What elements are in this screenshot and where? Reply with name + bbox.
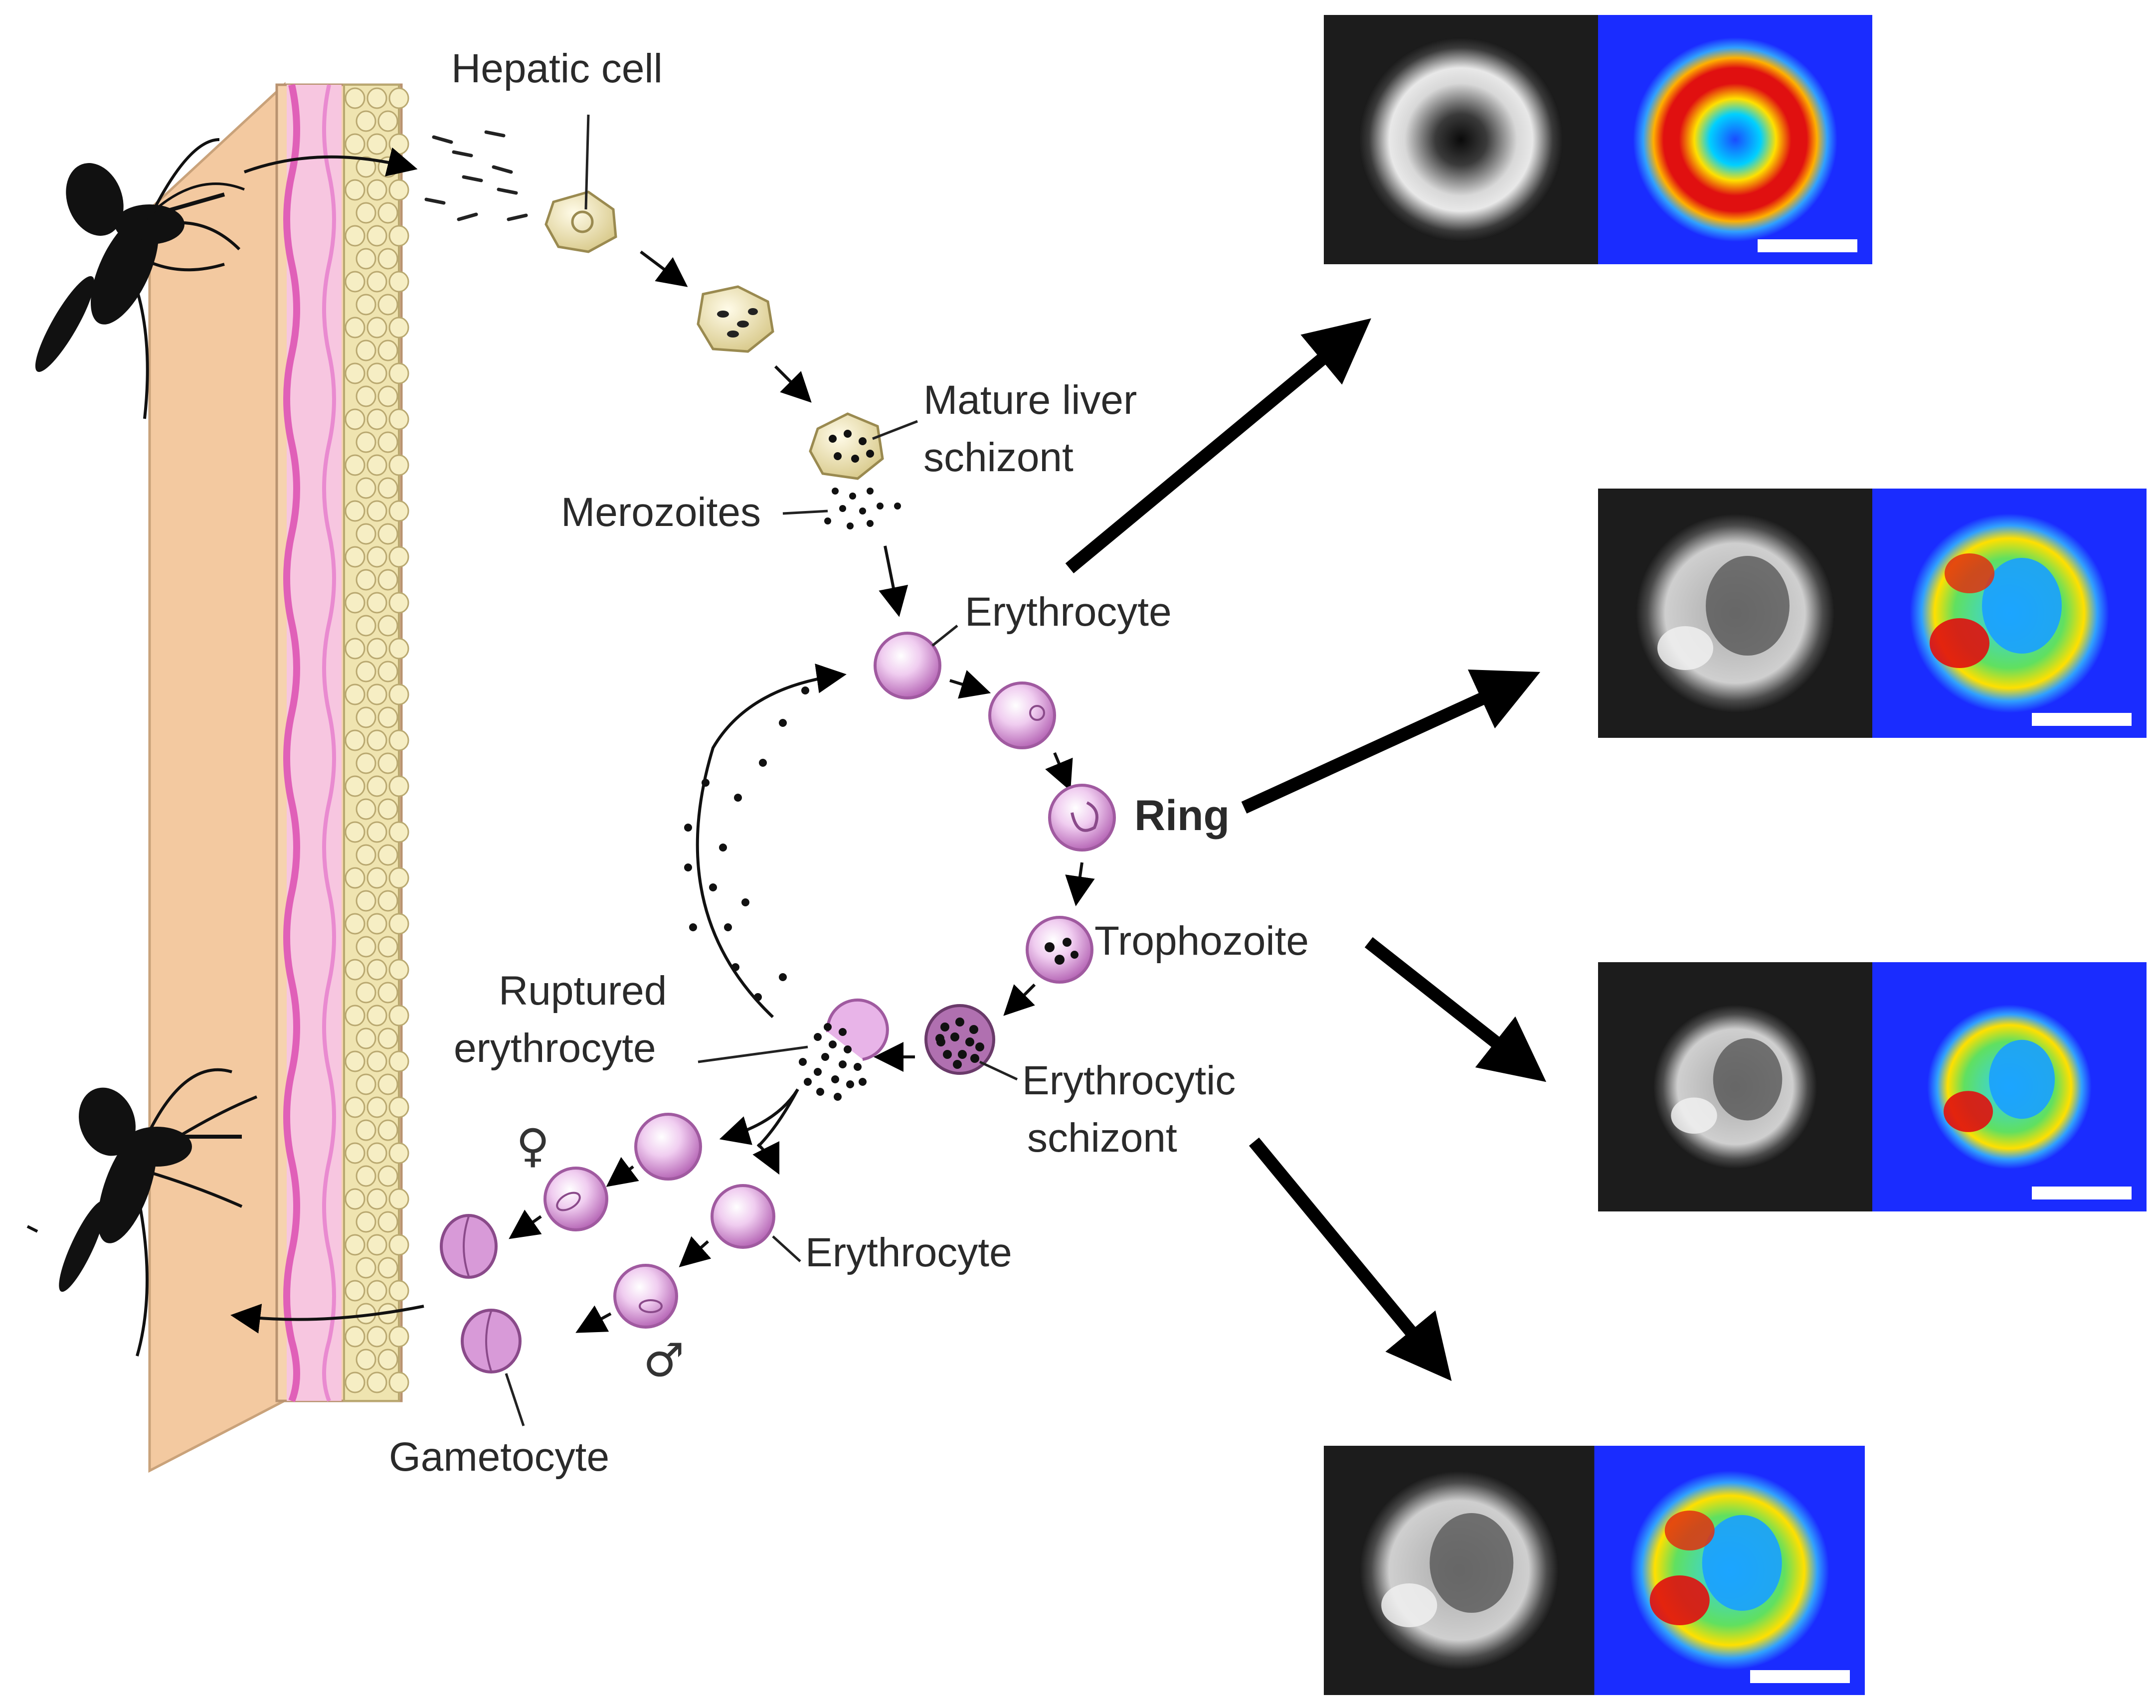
male-gametocyte <box>461 1309 522 1373</box>
label-erythrocyte-bottom: Erythrocyte <box>805 1230 1012 1275</box>
panel-erythrocyte <box>1324 15 1872 264</box>
panel-schizont-grayscale <box>1324 1446 1595 1695</box>
label-ring: Ring <box>1134 792 1230 840</box>
panel-ring-heatmap <box>1872 489 2147 738</box>
female-arrow-2 <box>509 1209 542 1239</box>
cycle-arrow-4 <box>1003 983 1036 1016</box>
panel-ring-grayscale <box>1598 489 1872 738</box>
gametocyte-branch-right <box>756 1088 799 1148</box>
erythrocyte-top <box>874 625 958 699</box>
gametocyte-branch-right-2 <box>752 1141 780 1175</box>
panel-schizont-heatmap <box>1594 1446 1865 1695</box>
label-hepatic-cell: Hepatic cell <box>451 46 663 91</box>
free-merozoites-arc <box>684 686 809 1001</box>
big-arrow-ring <box>1241 669 1541 814</box>
merozoite-to-rbc-arrow <box>879 545 908 617</box>
panel-erythrocyte-grayscale <box>1324 15 1598 264</box>
male-arrow-1 <box>679 1236 712 1267</box>
liver-arrow-1 <box>640 250 688 287</box>
uptake-arrow <box>230 1304 424 1334</box>
infected-erythrocyte-early <box>988 682 1056 749</box>
label-gametocyte: Gametocyte <box>389 1434 609 1480</box>
panel-erythrocyte-heatmap <box>1598 15 1872 264</box>
sporozoites <box>424 130 528 221</box>
male-symbol: ♂ <box>643 1334 684 1387</box>
released-merozoites <box>824 488 901 529</box>
label-erythrocyte-top: Erythrocyte <box>965 589 1172 635</box>
skin-side-face <box>148 82 286 1473</box>
label-ruptured-1: Ruptured <box>499 968 667 1014</box>
merozoites-leader <box>782 510 828 515</box>
cycle-return-arc <box>696 664 847 1019</box>
male-precursor-cell <box>711 1184 775 1249</box>
cycle-arrow-1 <box>949 670 991 699</box>
male-developing-cell <box>613 1264 678 1329</box>
blood-vessel-line <box>283 84 300 1402</box>
ruptured-leader <box>698 1045 808 1063</box>
blood-vessel-line-2 <box>322 84 336 1402</box>
female-gametocyte <box>440 1214 498 1279</box>
mature-liver-schizont <box>809 412 884 480</box>
mosquito-bottom-icon <box>26 1068 258 1357</box>
erythrocyte-bottom-leader <box>772 1235 801 1262</box>
label-erythrocytic-schizont-2: schizont <box>1027 1115 1177 1161</box>
trophozoite-cell <box>1026 916 1093 984</box>
hepatic-cell <box>544 190 617 253</box>
female-arrow-1 <box>606 1157 639 1187</box>
injection-arrow <box>243 147 418 176</box>
male-arrow-2 <box>575 1305 612 1333</box>
mosquito-top-icon <box>35 138 245 419</box>
female-precursor-cell <box>634 1113 702 1181</box>
big-arrow-schizont <box>1249 1137 1452 1381</box>
scale-bar <box>1758 239 1857 252</box>
liver-arrow-2 <box>774 365 812 403</box>
big-arrow-trophozoite <box>1364 937 1547 1082</box>
mature-liver-leader <box>872 420 918 440</box>
cycle-arrow-2 <box>1045 752 1073 791</box>
developing-nuclei <box>717 308 758 338</box>
scale-bar <box>2032 1187 2132 1199</box>
schizont-merozoite-dots <box>829 430 874 463</box>
gametocyte-leader <box>505 1373 525 1426</box>
developing-liver-cell <box>697 285 774 353</box>
label-ruptured-2: erythrocyte <box>454 1025 656 1071</box>
panel-schizont <box>1324 1446 1865 1695</box>
big-arrow-erythrocyte <box>1065 318 1372 574</box>
skin-cross-section <box>148 82 409 1473</box>
cycle-arrow-3 <box>1065 862 1095 906</box>
microscopy-panels <box>1324 15 2147 1695</box>
hepatic-cell-nucleus <box>571 210 594 233</box>
scale-bar <box>2032 713 2132 726</box>
panel-ring <box>1598 489 2147 738</box>
erythrocytic-schizont-cell <box>924 1004 1018 1081</box>
scale-bar <box>1750 1670 1850 1683</box>
fat-cells <box>345 87 409 1393</box>
label-trophozoite: Trophozoite <box>1094 918 1309 964</box>
hepatic-cell-leader <box>584 114 590 210</box>
gametocyte-branch-left <box>719 1088 799 1145</box>
panel-trophozoite <box>1598 962 2147 1211</box>
label-erythrocytic-schizont-1: Erythrocytic <box>1022 1058 1236 1103</box>
panel-trophozoite-heatmap <box>1872 962 2147 1211</box>
ring-stage-cell <box>1048 784 1116 852</box>
label-mature-liver-schizont: schizont <box>923 435 1074 480</box>
female-developing-cell <box>543 1167 608 1231</box>
female-symbol: ♀ <box>516 1119 549 1173</box>
label-merozoites: Merozoites <box>561 490 761 535</box>
label-mature-liver: Mature liver <box>923 377 1137 423</box>
panel-trophozoite-grayscale <box>1598 962 1872 1211</box>
ruptured-erythrocyte-cell <box>799 998 889 1101</box>
